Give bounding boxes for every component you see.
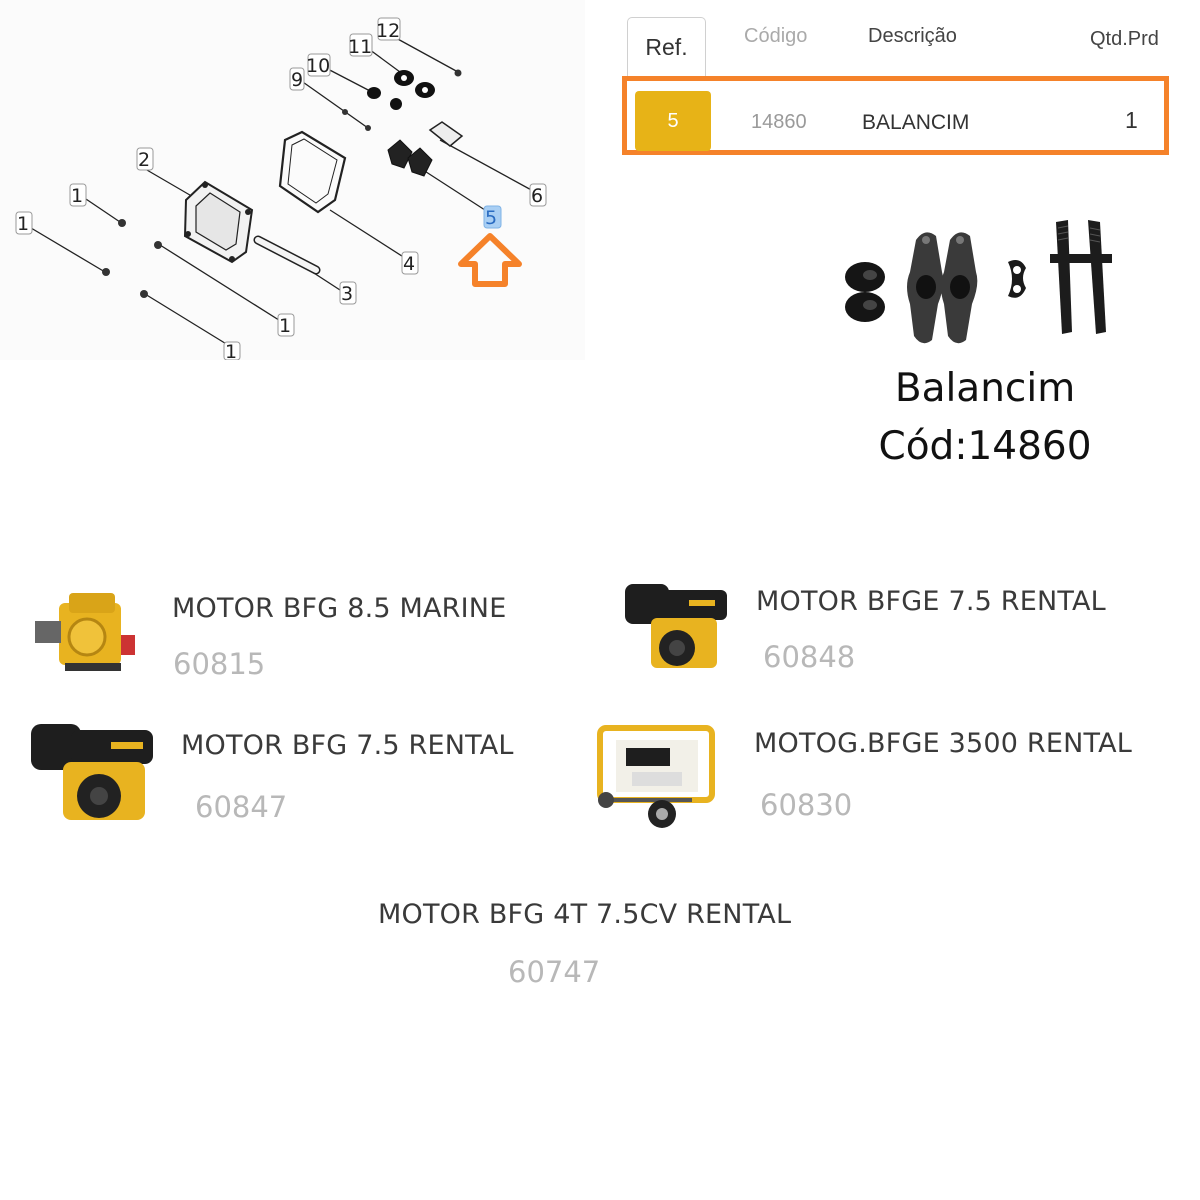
product-name: MOTOR BFG 7.5 RENTAL (181, 730, 514, 761)
diagram-drawing: 12 11 10 9 2 1 1 1 1 3 4 6 5 (15, 17, 547, 360)
part-photo (830, 212, 1130, 347)
product-name: MOTOR BFGE 7.5 RENTAL (756, 586, 1106, 617)
product-code: 60747 (508, 955, 601, 989)
callout-2: 2 (138, 149, 150, 171)
product-item[interactable]: MOTOR BFG 8.5 MARINE 60815 (25, 585, 565, 695)
callout-1c: 1 (279, 315, 291, 337)
product-name: MOTOR BFG 4T 7.5CV RENTAL (378, 899, 792, 930)
row-description: BALANCIM (862, 111, 970, 134)
callout-5-selected: 5 (485, 207, 497, 229)
engine-thumbnail (625, 584, 727, 668)
generator-thumbnail (597, 725, 715, 828)
lock-plate-icon (1008, 260, 1026, 298)
exploded-parts-diagram: 12 11 10 9 2 1 1 1 1 3 4 6 5 (0, 0, 585, 360)
product-code: 60848 (763, 640, 856, 674)
column-header-description: Descrição (868, 25, 957, 47)
engine-thumbnail (31, 724, 153, 820)
callout-6: 6 (531, 185, 543, 207)
callout-3: 3 (341, 283, 353, 305)
column-header-ref[interactable]: Ref. (627, 17, 706, 77)
callout-12: 12 (376, 20, 400, 42)
spacer-icon (845, 262, 885, 322)
product-item[interactable]: MOTOR BFG 4T 7.5CV RENTAL 60747 (370, 895, 850, 995)
callout-4: 4 (403, 253, 415, 275)
callout-10: 10 (306, 55, 330, 77)
stud-bolt-icon (1050, 220, 1112, 334)
row-quantity: 1 (1125, 107, 1138, 133)
product-code: 60830 (760, 788, 853, 822)
product-name: MOTOG.BFGE 3500 RENTAL (754, 728, 1133, 759)
part-name: Balancim (894, 366, 1076, 411)
product-item[interactable]: MOTOR BFG 7.5 RENTAL 60847 (25, 718, 565, 833)
column-header-code: Código (744, 25, 808, 47)
rocker-arm-icon (907, 232, 978, 344)
callout-1a: 1 (71, 185, 83, 207)
engine-thumbnail (35, 593, 135, 671)
table-row-highlighted[interactable]: 5 14860 BALANCIM 1 (622, 76, 1169, 155)
part-caption: Balancim Cód:14860 (830, 360, 1140, 476)
row-code: 14860 (751, 111, 807, 133)
product-item[interactable]: MOTOR BFGE 7.5 RENTAL 60848 (615, 578, 1175, 688)
part-code: Cód:14860 (878, 424, 1092, 469)
up-arrow-icon (458, 233, 522, 287)
product-name: MOTOR BFG 8.5 MARINE (172, 593, 507, 624)
product-code: 60815 (173, 647, 266, 681)
parts-table: Ref. Código Descrição Qtd.Prd 5 14860 BA… (620, 14, 1180, 159)
ref-badge: 5 (635, 91, 711, 151)
product-code: 60847 (195, 790, 288, 824)
product-item[interactable]: MOTOG.BFGE 3500 RENTAL 60830 (592, 720, 1172, 835)
callout-1d: 1 (225, 341, 237, 360)
column-header-qty: Qtd.Prd (1090, 28, 1159, 50)
callout-9: 9 (291, 69, 303, 91)
callout-11: 11 (348, 36, 372, 58)
callout-1b: 1 (17, 213, 29, 235)
